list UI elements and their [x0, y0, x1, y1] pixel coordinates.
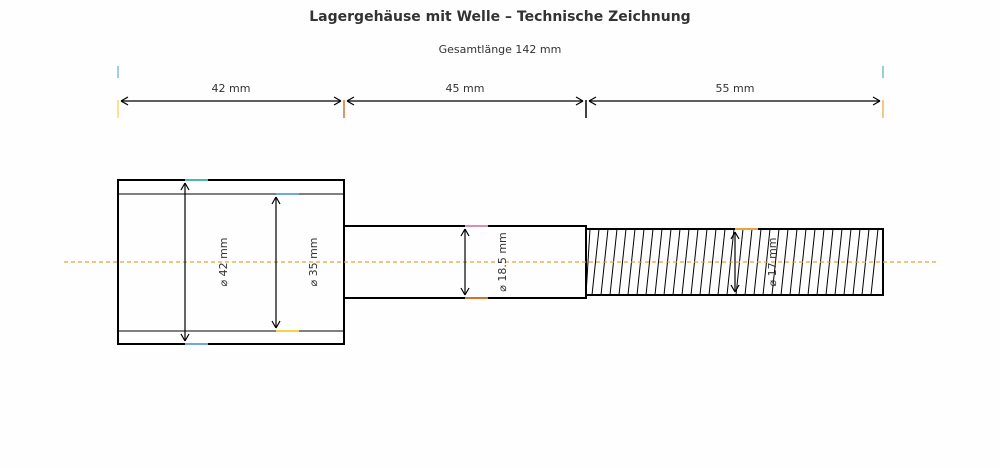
- thread-hatch-line: [780, 228, 789, 296]
- drawing-title: Lagergehäuse mit Welle – Technische Zeic…: [309, 9, 690, 25]
- diameter-dimension-shaft: ⌀ 18.5 mm: [460, 228, 509, 296]
- diameter-label-17: ⌀ 17 mm: [766, 237, 779, 286]
- diameter-dimension-thread: ⌀ 17 mm: [730, 231, 779, 293]
- thread-hatch-line: [771, 228, 780, 296]
- diameter-dimension-housing-bore: ⌀ 35 mm: [271, 196, 320, 329]
- diameter-label-18-5: ⌀ 18.5 mm: [496, 232, 509, 292]
- segment-dimension-0: 42 mm: [120, 82, 342, 106]
- threaded-section: [585, 228, 884, 296]
- thread-hatching: [585, 228, 879, 296]
- thread-hatch-line: [744, 228, 753, 296]
- thread-hatch-line: [717, 228, 726, 296]
- segment-dimension-2: 55 mm: [588, 82, 881, 106]
- segment-label-42: 42 mm: [212, 82, 251, 95]
- segment-label-45: 45 mm: [446, 82, 485, 95]
- thread-hatch-line: [843, 228, 852, 296]
- thread-hatch-line: [870, 228, 879, 296]
- thread-hatch-line: [681, 228, 690, 296]
- diameter-label-35: ⌀ 35 mm: [307, 237, 320, 286]
- segment-label-55: 55 mm: [716, 82, 755, 95]
- thread-hatch-line: [645, 228, 654, 296]
- thread-hatch-line: [834, 228, 843, 296]
- diameter-dimension-housing-outer: ⌀ 42 mm: [180, 182, 230, 342]
- segment-dimension-1: 45 mm: [346, 82, 584, 106]
- total-length-label: Gesamtlänge 142 mm: [439, 43, 562, 56]
- diameter-label-42: ⌀ 42 mm: [217, 237, 230, 286]
- thread-hatch-line: [618, 228, 627, 296]
- thread-hatch-line: [708, 228, 717, 296]
- thread-hatch-line: [807, 228, 816, 296]
- thread-hatch-line: [654, 228, 663, 296]
- thread-hatch-line: [591, 228, 600, 296]
